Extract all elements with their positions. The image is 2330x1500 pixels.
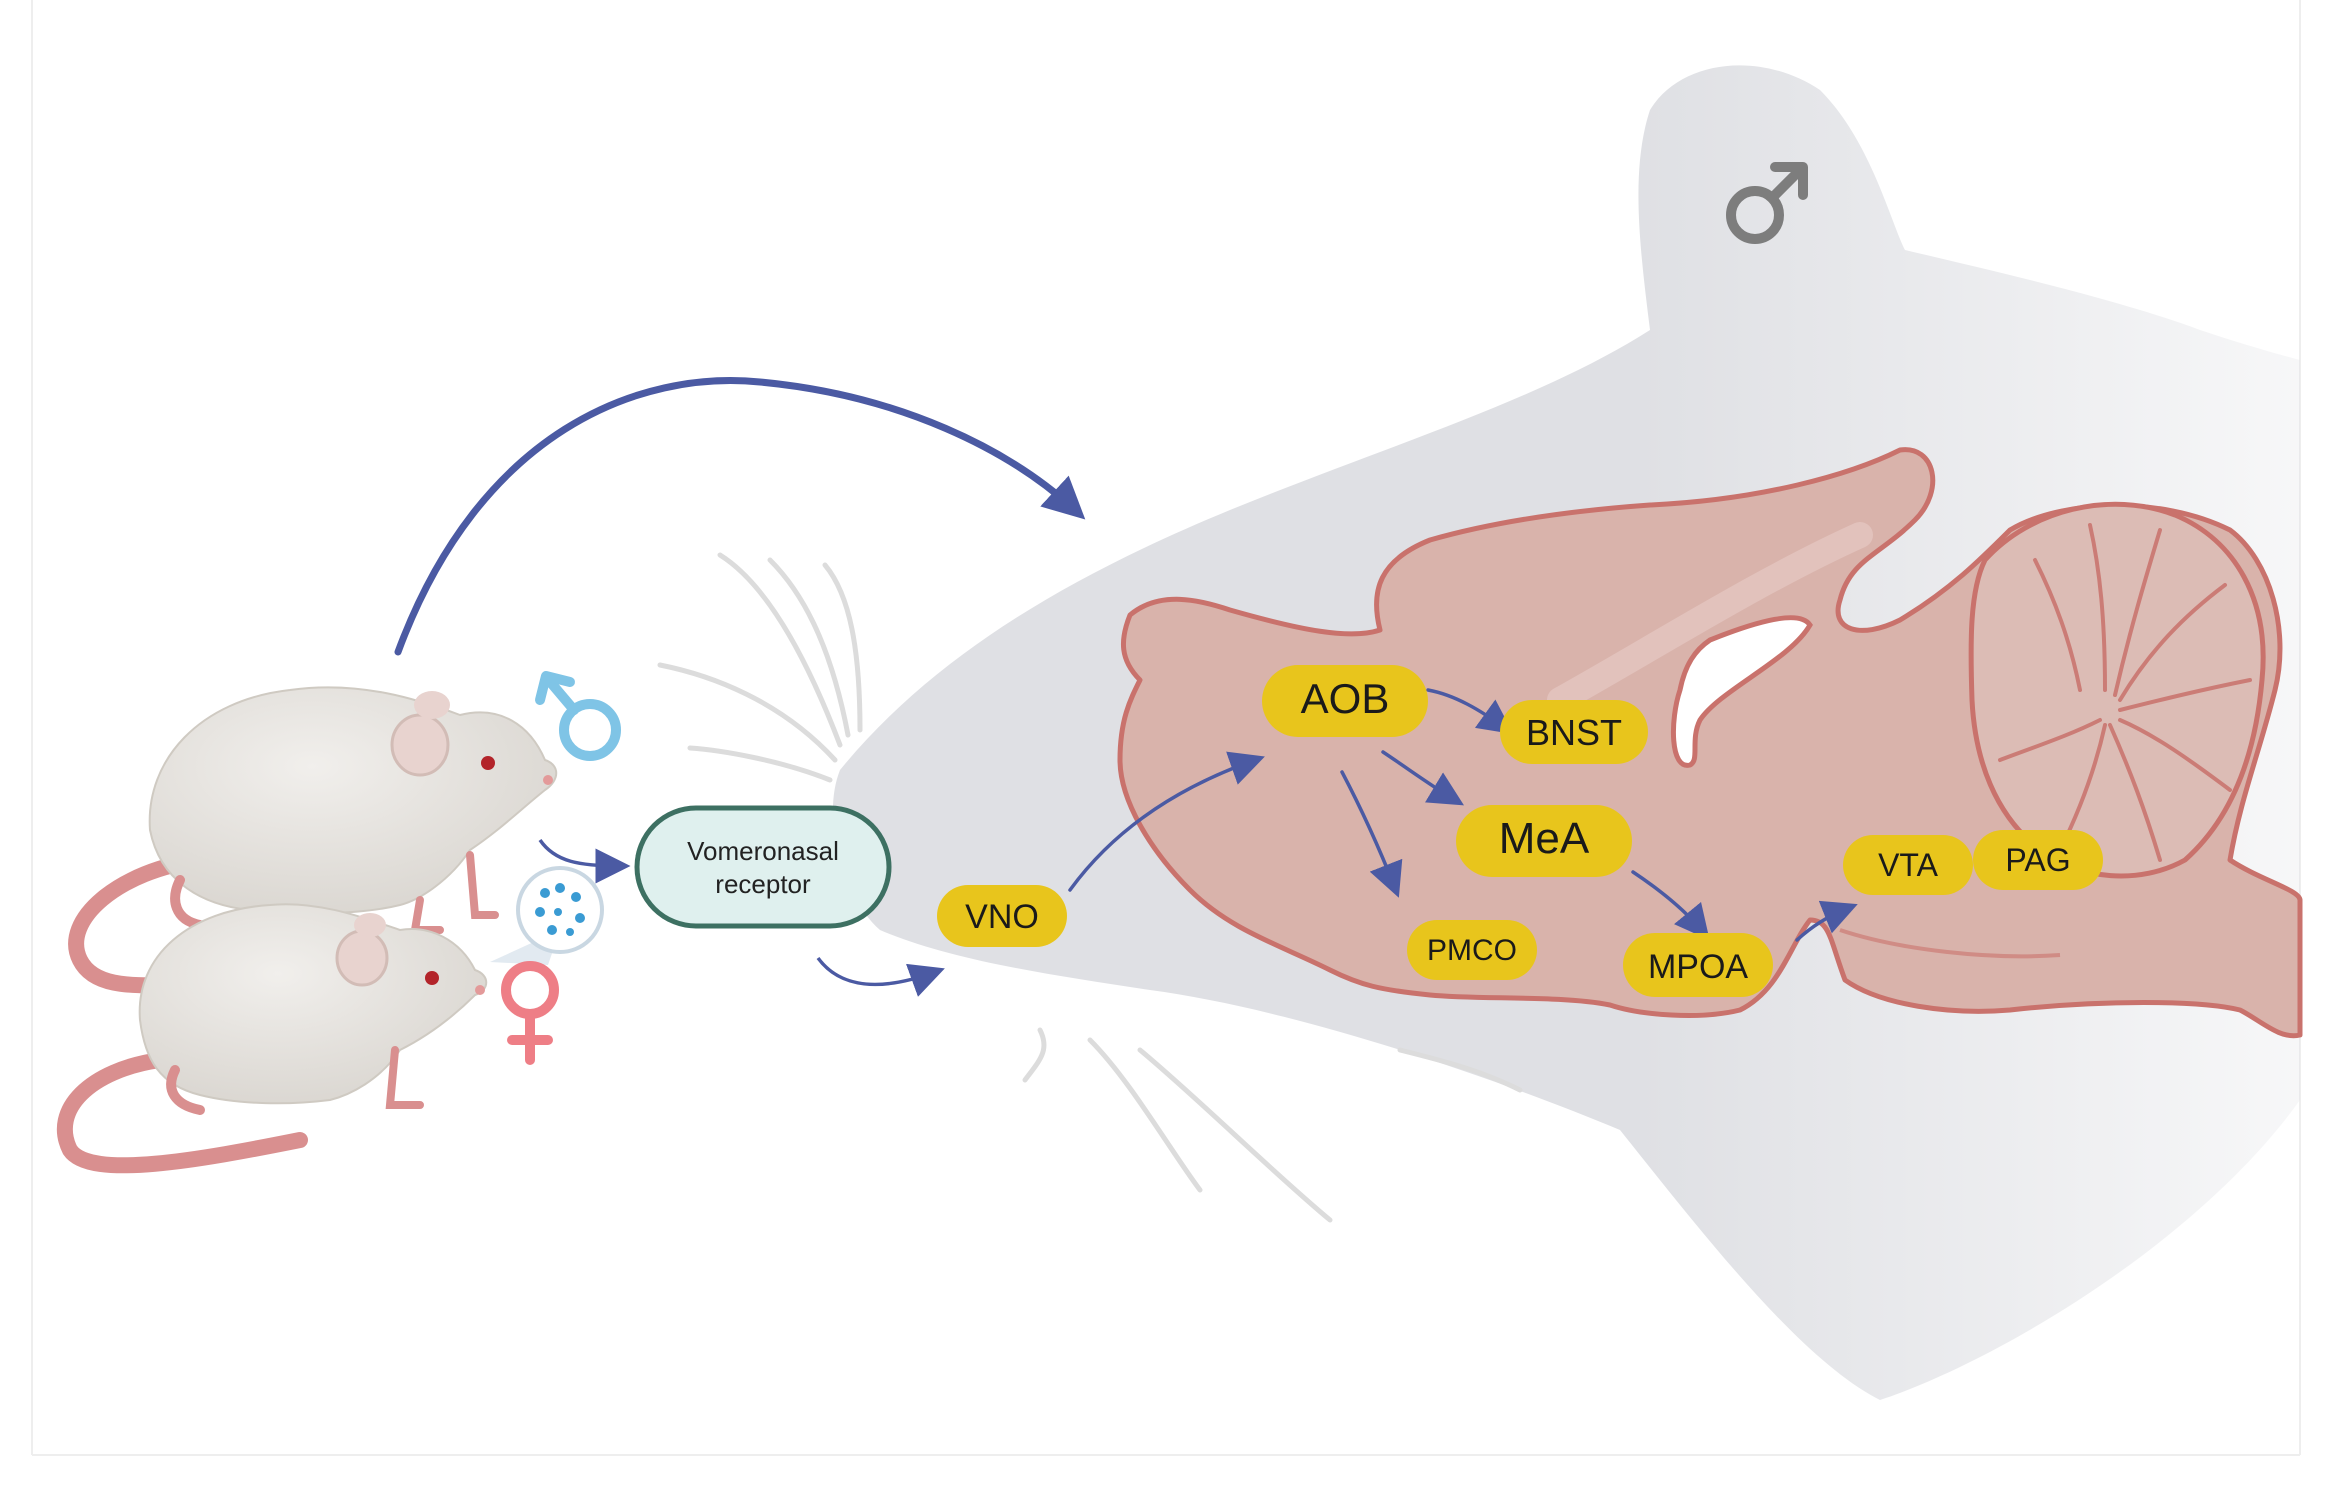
arrow-mea-to-mpoa xyxy=(1631,870,1710,941)
region-vno: VNO xyxy=(937,885,1067,947)
receptor-label-line2: receptor xyxy=(715,869,811,899)
region-aob: AOB xyxy=(1262,665,1428,737)
region-pmco-label: PMCO xyxy=(1427,934,1517,967)
arrow-vno-to-aob xyxy=(1068,751,1265,892)
region-bnst: BNST xyxy=(1500,700,1648,764)
whiskers xyxy=(657,552,1523,1223)
signal-arc-arrow xyxy=(394,377,1086,656)
arrow-aob-to-pmco xyxy=(1340,770,1403,898)
arrow-aob-to-bnst xyxy=(1426,688,1514,735)
receptor-label-line1: Vomeronasal xyxy=(687,836,839,866)
arrow-receptor-to-vno xyxy=(816,956,945,997)
region-vno-label: VNO xyxy=(965,898,1039,936)
female-symbol-icon xyxy=(501,961,559,1065)
region-aob-label: AOB xyxy=(1301,675,1390,722)
region-mpoa: MPOA xyxy=(1623,933,1773,997)
arrow-aob-to-mea xyxy=(1381,750,1465,806)
source-female-mouse xyxy=(57,903,488,1174)
vomeronasal-receptor: Vomeronasal receptor xyxy=(634,805,892,929)
region-mpoa-label: MPOA xyxy=(1648,948,1748,986)
arrow-mice-to-receptor xyxy=(538,838,631,884)
male-symbol-icon xyxy=(1726,162,1808,244)
pheromone-bubble-icon xyxy=(490,866,604,965)
region-mea-label: MeA xyxy=(1499,814,1590,863)
cerebellum xyxy=(1968,501,2266,879)
region-mea: MeA xyxy=(1456,805,1632,877)
region-vta: VTA xyxy=(1843,835,1973,895)
region-pag-label: PAG xyxy=(2005,842,2070,878)
mouse-icon xyxy=(57,686,558,1174)
male-symbol-icon xyxy=(535,671,621,761)
region-pag: PAG xyxy=(1973,830,2103,890)
region-vta-label: VTA xyxy=(1878,847,1939,883)
region-bnst-label: BNST xyxy=(1526,712,1622,753)
arrow-mpoa-to-vta xyxy=(1795,900,1858,942)
pathway-arrows xyxy=(1068,688,1858,942)
ventricle-notch xyxy=(1671,615,1813,768)
region-pmco: PMCO xyxy=(1407,920,1537,980)
